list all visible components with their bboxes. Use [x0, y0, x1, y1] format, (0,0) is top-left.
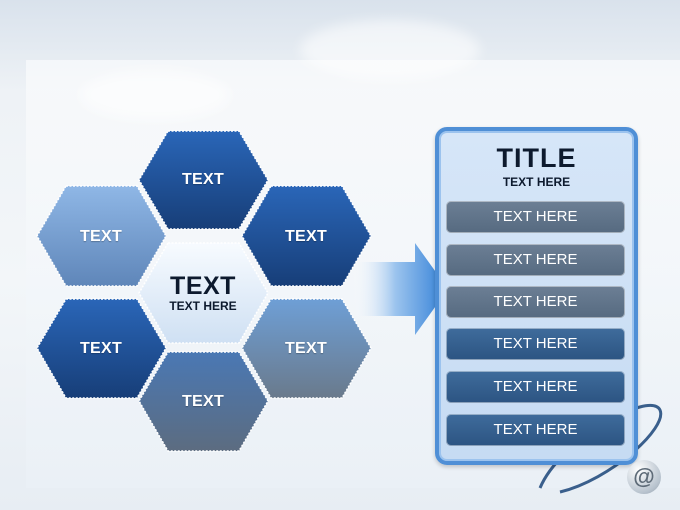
- box-subtitle: TEXT HERE: [502, 175, 571, 189]
- hexagon-top-label: TEXT: [181, 171, 225, 188]
- hexagon-lower-left: [36, 298, 167, 399]
- center-title: TEXT: [170, 272, 236, 300]
- hexagon-upper-right: [241, 185, 372, 287]
- hexagon-lower-left-label: TEXT: [79, 340, 123, 357]
- list-item: TEXT HERE: [446, 244, 625, 276]
- list-item: TEXT HERE: [446, 414, 625, 446]
- right-arrow-icon: [352, 243, 448, 335]
- hexagon-upper-left-label: TEXT: [79, 228, 123, 245]
- box-title: TITLE: [496, 143, 577, 173]
- hexagon-top: [138, 130, 269, 230]
- list-item: TEXT HERE: [446, 371, 625, 403]
- list-item: TEXT HERE: [446, 286, 625, 318]
- cloud-decoration: [300, 20, 480, 80]
- list-item: TEXT HERE: [446, 201, 625, 233]
- center-subtitle: TEXT HERE: [169, 299, 237, 313]
- hexagon-bottom: [138, 351, 269, 452]
- hexagon-center: [138, 242, 269, 344]
- cloud-decoration: [80, 70, 230, 120]
- hexagon-upper-left: [36, 185, 167, 287]
- hexagon-upper-right-label: TEXT: [284, 228, 328, 245]
- at-sign-globe-icon: @: [627, 460, 661, 494]
- hexagon-lower-right: [241, 298, 372, 399]
- hexagon-bottom-label: TEXT: [181, 393, 225, 410]
- hexagon-lower-right-label: TEXT: [284, 340, 328, 357]
- list-item: TEXT HERE: [446, 328, 625, 360]
